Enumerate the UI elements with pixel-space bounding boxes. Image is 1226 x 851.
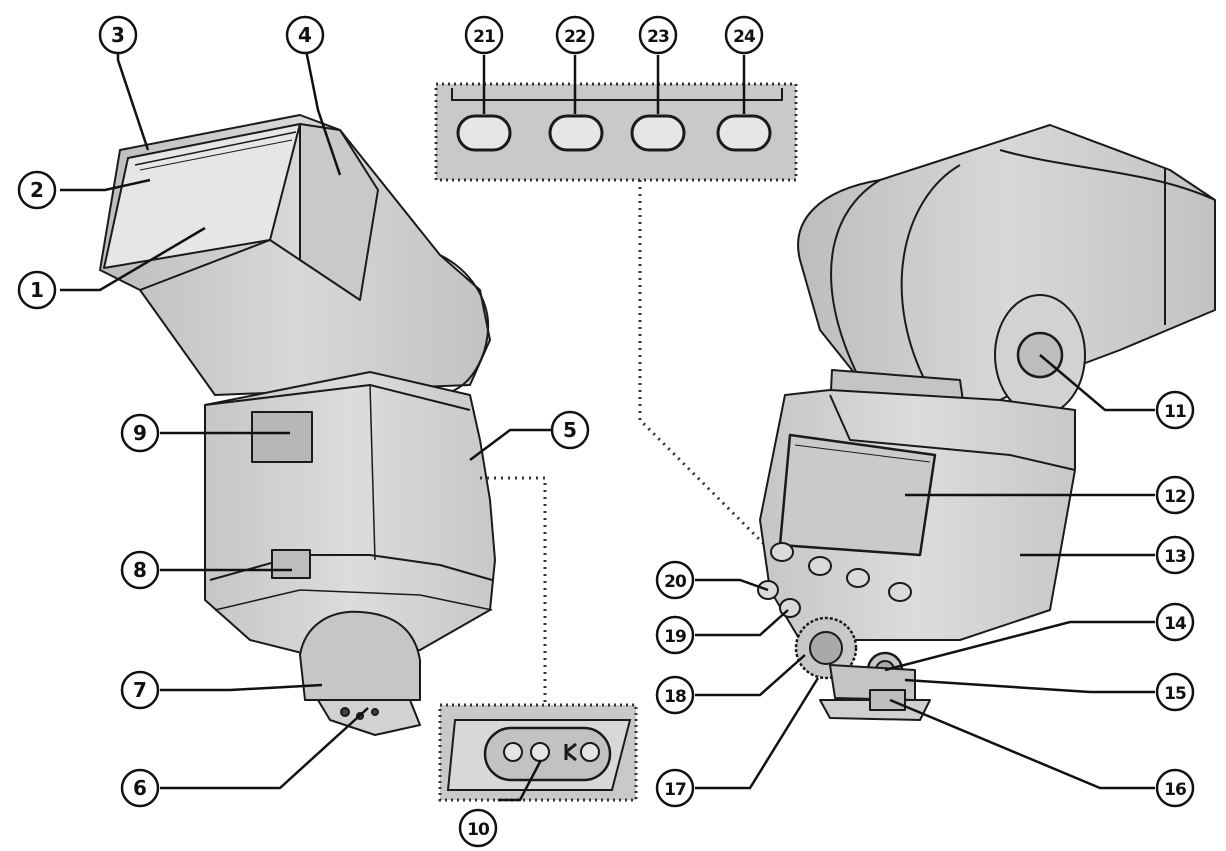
callout-number: 4: [298, 23, 312, 47]
callout-circle: [1155, 390, 1195, 430]
callout-number: 3: [111, 23, 125, 47]
callout-22: 22: [555, 15, 595, 55]
callout-10: 10: [458, 808, 498, 848]
function-button-3[interactable]: [846, 568, 870, 588]
callout-9: 9: [120, 413, 160, 453]
function-button-1[interactable]: [770, 542, 794, 562]
callout-number: 17: [664, 780, 686, 800]
leader-dotted-connector: [480, 476, 547, 705]
callout-circle: [17, 270, 57, 310]
callout-7: 7: [120, 670, 160, 710]
callout-circle: [1155, 672, 1195, 712]
af-assist-lamp: [271, 549, 311, 579]
callout-circle: [1155, 475, 1195, 515]
button-23[interactable]: [630, 114, 686, 152]
callout-number: 10: [467, 820, 490, 840]
callout-number: 1: [30, 278, 44, 302]
button-22[interactable]: [548, 114, 604, 152]
callout-3: 3: [98, 15, 138, 55]
buttons-inset: [434, 82, 798, 182]
callout-number: 8: [133, 558, 147, 582]
callout-number: 7: [133, 678, 147, 702]
callout-circle: [464, 15, 504, 55]
callout-2: 2: [17, 170, 57, 210]
callout-4: 4: [285, 15, 325, 55]
button-24[interactable]: [716, 114, 772, 152]
callout-circle: [120, 670, 160, 710]
callout-circle: [120, 550, 160, 590]
callout-circle: [458, 808, 498, 848]
callout-circle: [655, 675, 695, 715]
hot-shoe: [317, 699, 421, 736]
callout-number: 13: [1164, 547, 1186, 567]
callout-number: 19: [664, 627, 686, 647]
mounting-foot: [299, 610, 421, 701]
function-button-4[interactable]: [888, 582, 912, 602]
callout-number: 5: [563, 418, 577, 442]
callout-circle: [724, 15, 764, 55]
callout-23: 23: [638, 15, 678, 55]
callout-circle: [285, 15, 325, 55]
callout-number: 22: [564, 27, 586, 47]
leader-dotted-buttons: [638, 180, 777, 557]
callout-6: 6: [120, 768, 160, 808]
callout-circle: [655, 768, 695, 808]
sensor-window: [251, 411, 313, 463]
callout-circle: [17, 170, 57, 210]
callout-12: 12: [1155, 475, 1195, 515]
button-21[interactable]: [456, 114, 512, 152]
connector-inset: [438, 703, 638, 802]
leader-lines: [60, 35, 1155, 802]
callout-circle: [120, 768, 160, 808]
callout-18: 18: [655, 675, 695, 715]
callout-1: 1: [17, 270, 57, 310]
callout-number: 23: [647, 27, 669, 47]
callout-number: 14: [1164, 614, 1187, 634]
function-button-2[interactable]: [808, 556, 832, 576]
callout-15: 15: [1155, 672, 1195, 712]
callout-number: 12: [1164, 487, 1186, 507]
callout-circle: [655, 615, 695, 655]
callout-circle: [550, 410, 590, 450]
callout-number: 6: [133, 776, 147, 800]
callout-17: 17: [655, 768, 695, 808]
callout-11: 11: [1155, 390, 1195, 430]
callout-number: 21: [473, 27, 495, 47]
callout-20: 20: [655, 560, 695, 600]
callout-number: 20: [664, 572, 687, 592]
callout-number: 9: [133, 421, 147, 445]
callout-circle: [1155, 535, 1195, 575]
callout-number: 2: [30, 178, 44, 202]
callout-5: 5: [550, 410, 590, 450]
callout-number: 24: [733, 27, 756, 47]
callout-8: 8: [120, 550, 160, 590]
callout-14: 14: [1155, 602, 1195, 642]
callout-21: 21: [464, 15, 504, 55]
rear-view-flash: [757, 124, 1216, 721]
callout-circle: [655, 560, 695, 600]
lcd-screen: [778, 433, 937, 557]
callout-number: 18: [664, 687, 686, 707]
callout-13: 13: [1155, 535, 1195, 575]
callout-circle: [120, 413, 160, 453]
callout-circle: [555, 15, 595, 55]
callout-circle: [98, 15, 138, 55]
lock-lever[interactable]: [869, 689, 906, 711]
callout-number: 11: [1164, 402, 1186, 422]
front-view-flash: [99, 114, 496, 736]
callout-number: 15: [1164, 684, 1186, 704]
callout-circle: [1155, 602, 1195, 642]
callout-circle: [1155, 768, 1195, 808]
callout-number: 16: [1164, 780, 1186, 800]
dial-center-button[interactable]: [809, 631, 843, 665]
callout-24: 24: [724, 15, 764, 55]
callout-16: 16: [1155, 768, 1195, 808]
callout-19: 19: [655, 615, 695, 655]
callout-circle: [638, 15, 678, 55]
